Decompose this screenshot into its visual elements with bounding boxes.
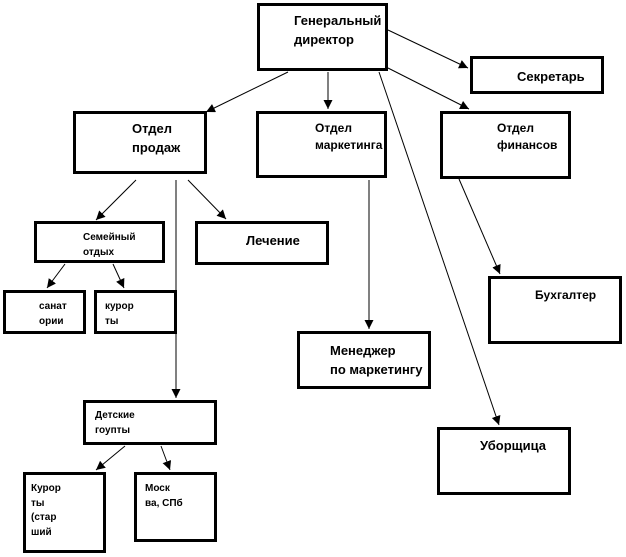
arrow-finance-to-accountant <box>458 178 501 275</box>
arrow-sales-to-treatment <box>187 179 227 220</box>
node-cleaner-label: Уборщица <box>480 438 547 453</box>
arrow-ceo-to-secretary <box>387 29 469 69</box>
node-resorts-senior: Курор ты (стар ший <box>23 472 106 553</box>
node-treatment: Лечение <box>195 221 329 265</box>
arrow-ceo-to-cleaner <box>378 71 501 426</box>
node-sales: Отдел продаж <box>73 111 207 174</box>
node-treatment-label: Лечение <box>246 233 300 248</box>
node-moscow-spb-label: Моск ва, СПб <box>145 483 183 509</box>
node-kids-groups: Детские гоупты <box>83 400 217 445</box>
node-ceo: Генеральный директор <box>257 3 388 71</box>
node-moscow-spb: Моск ва, СПб <box>134 472 217 542</box>
node-sanatoriums: санат ории <box>3 290 86 334</box>
node-accountant-label: Бухгалтер <box>535 288 597 302</box>
arrow-family-to-resorts <box>112 263 125 289</box>
arrow-ceo-to-finance <box>387 67 470 110</box>
node-accountant: Бухгалтер <box>488 276 622 344</box>
node-kids-groups-label: Детские гоупты <box>95 410 135 436</box>
node-secretary-label: Секретарь <box>517 69 585 84</box>
node-sanatoriums-label: санат ории <box>39 301 67 327</box>
arrow-ceo-to-sales <box>205 71 289 113</box>
node-resorts: курор ты <box>94 290 177 334</box>
node-marketing-manager: Менеджер по маркетингу <box>297 331 431 389</box>
node-ceo-label: Генеральный директор <box>294 13 382 47</box>
node-marketing-manager-label: Менеджер по маркетингу <box>330 343 423 377</box>
node-marketing-label: Отдел маркетинга <box>315 121 383 153</box>
node-sales-label: Отдел продаж <box>132 121 181 155</box>
node-finance-label: Отдел финансов <box>497 121 558 153</box>
node-secretary: Секретарь <box>470 56 604 94</box>
arrow-sales-to-family <box>95 179 137 221</box>
node-family-rest: Семейный отдых <box>34 221 165 263</box>
node-cleaner: Уборщица <box>437 427 571 495</box>
node-finance: Отдел финансов <box>440 111 571 179</box>
node-family-rest-label: Семейный отдых <box>83 232 136 258</box>
node-marketing: Отдел маркетинга <box>256 111 387 178</box>
node-resorts-label: курор ты <box>105 301 134 327</box>
node-resorts-senior-label: Курор ты (стар ший <box>31 483 61 538</box>
arrow-family-to-sanatoriums <box>46 263 66 289</box>
arrow-kids-to-resorts_senior <box>95 445 126 471</box>
arrow-kids-to-moscow_spb <box>160 445 172 471</box>
